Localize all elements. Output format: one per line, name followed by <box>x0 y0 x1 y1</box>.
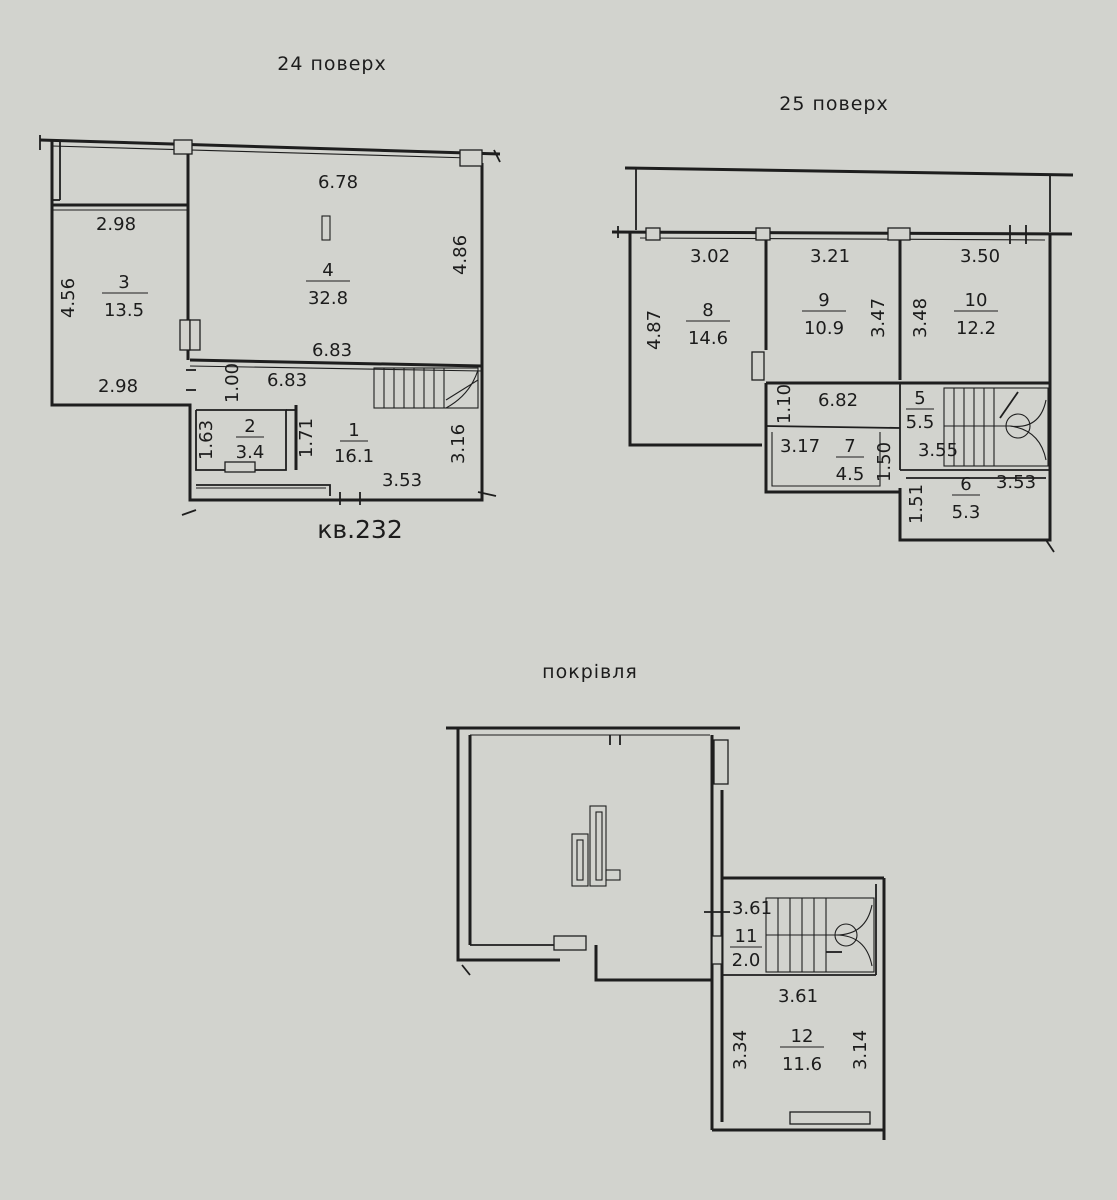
dimension-label: 3.21 <box>810 246 850 267</box>
floor-24-fixture <box>321 215 331 241</box>
room-label: 8 14.6 <box>686 300 730 349</box>
dimension-label: 6.82 <box>818 390 858 411</box>
dimension-label: 2.98 <box>96 214 136 235</box>
svg-text:12: 12 <box>791 1026 814 1047</box>
dimension-label: 3.61 <box>732 898 772 919</box>
svg-text:7: 7 <box>844 436 855 457</box>
dimension-label: 1.63 <box>196 420 217 460</box>
dimension-label: 3.16 <box>448 424 469 464</box>
svg-text:10: 10 <box>965 290 988 311</box>
svg-text:1: 1 <box>348 420 359 441</box>
svg-text:4: 4 <box>322 260 333 281</box>
room-label: 3 13.5 <box>102 272 148 321</box>
dimension-label: 2.98 <box>98 376 138 397</box>
dimension-label: 3.50 <box>960 246 1000 267</box>
svg-text:9: 9 <box>818 290 829 311</box>
svg-text:5.3: 5.3 <box>952 502 981 523</box>
svg-text:11.6: 11.6 <box>782 1054 822 1075</box>
svg-text:10.9: 10.9 <box>804 318 844 339</box>
apartment-number: кв.232 <box>317 515 403 544</box>
svg-text:2: 2 <box>244 416 255 437</box>
room-label: 4 32.8 <box>306 260 350 309</box>
dimension-label: 3.61 <box>778 986 818 1007</box>
svg-text:3: 3 <box>118 272 129 293</box>
floor-24-title: 24 поверх <box>277 53 386 75</box>
floor-25-plan: 25 поверх <box>611 93 1074 553</box>
roof-stairs <box>765 897 875 973</box>
floor-24-plan: 24 поверх <box>39 53 501 544</box>
roof-plan: покрівля <box>446 661 886 1140</box>
svg-text:32.8: 32.8 <box>308 288 348 309</box>
svg-text:2.0: 2.0 <box>732 950 761 971</box>
svg-text:5: 5 <box>914 388 925 409</box>
room-label: 9 10.9 <box>802 290 846 339</box>
svg-text:4.5: 4.5 <box>836 464 865 485</box>
dimension-label: 1.00 <box>222 363 243 403</box>
room-label: 5 5.5 <box>906 388 935 433</box>
dimension-label: 1.10 <box>774 384 795 424</box>
dimension-label: 3.55 <box>918 440 958 461</box>
floor-24-walls <box>39 135 501 516</box>
svg-text:6: 6 <box>960 474 971 495</box>
svg-text:14.6: 14.6 <box>688 328 728 349</box>
dimension-label: 3.17 <box>780 436 820 457</box>
floor-25-title: 25 поверх <box>779 93 888 115</box>
room-label: 6 5.3 <box>952 474 981 523</box>
dimension-label: 1.51 <box>906 484 927 524</box>
svg-text:3.4: 3.4 <box>236 442 265 463</box>
svg-text:5.5: 5.5 <box>906 412 935 433</box>
svg-text:11: 11 <box>735 926 758 947</box>
roof-title: покрівля <box>542 661 638 683</box>
floor-25-stairs <box>943 387 1049 467</box>
dimension-label: 3.48 <box>910 298 931 338</box>
dimension-label: 3.02 <box>690 246 730 267</box>
svg-text:12.2: 12.2 <box>956 318 996 339</box>
room-label: 10 12.2 <box>954 290 998 339</box>
room-label: 12 11.6 <box>780 1026 824 1075</box>
dimension-label: 3.34 <box>730 1030 751 1070</box>
dimension-label: 6.78 <box>318 172 358 193</box>
room-label: 11 2.0 <box>730 926 762 971</box>
floor-24-stairs <box>373 367 479 409</box>
dimension-label: 4.56 <box>58 278 79 318</box>
svg-text:13.5: 13.5 <box>104 300 144 321</box>
room-label: 2 3.4 <box>236 416 265 463</box>
dimension-label: 4.86 <box>450 235 471 275</box>
dimension-label: 3.53 <box>382 470 422 491</box>
svg-text:16.1: 16.1 <box>334 446 374 467</box>
room-label: 7 4.5 <box>836 436 865 485</box>
dimension-label: 3.14 <box>850 1030 871 1070</box>
dimension-label: 1.71 <box>296 418 317 458</box>
dimension-label: 4.87 <box>644 310 665 350</box>
room-label: 1 16.1 <box>334 420 374 467</box>
dimension-label: 3.47 <box>868 298 889 338</box>
floor-25-walls <box>611 166 1074 553</box>
dimension-label: 3.53 <box>996 472 1036 493</box>
dimension-label: 6.83 <box>312 340 352 361</box>
roof-walls <box>446 726 886 1140</box>
dimension-label: 6.83 <box>267 370 307 391</box>
svg-text:8: 8 <box>702 300 713 321</box>
dimension-label: 1.50 <box>874 442 895 482</box>
roof-equipment <box>571 805 621 887</box>
